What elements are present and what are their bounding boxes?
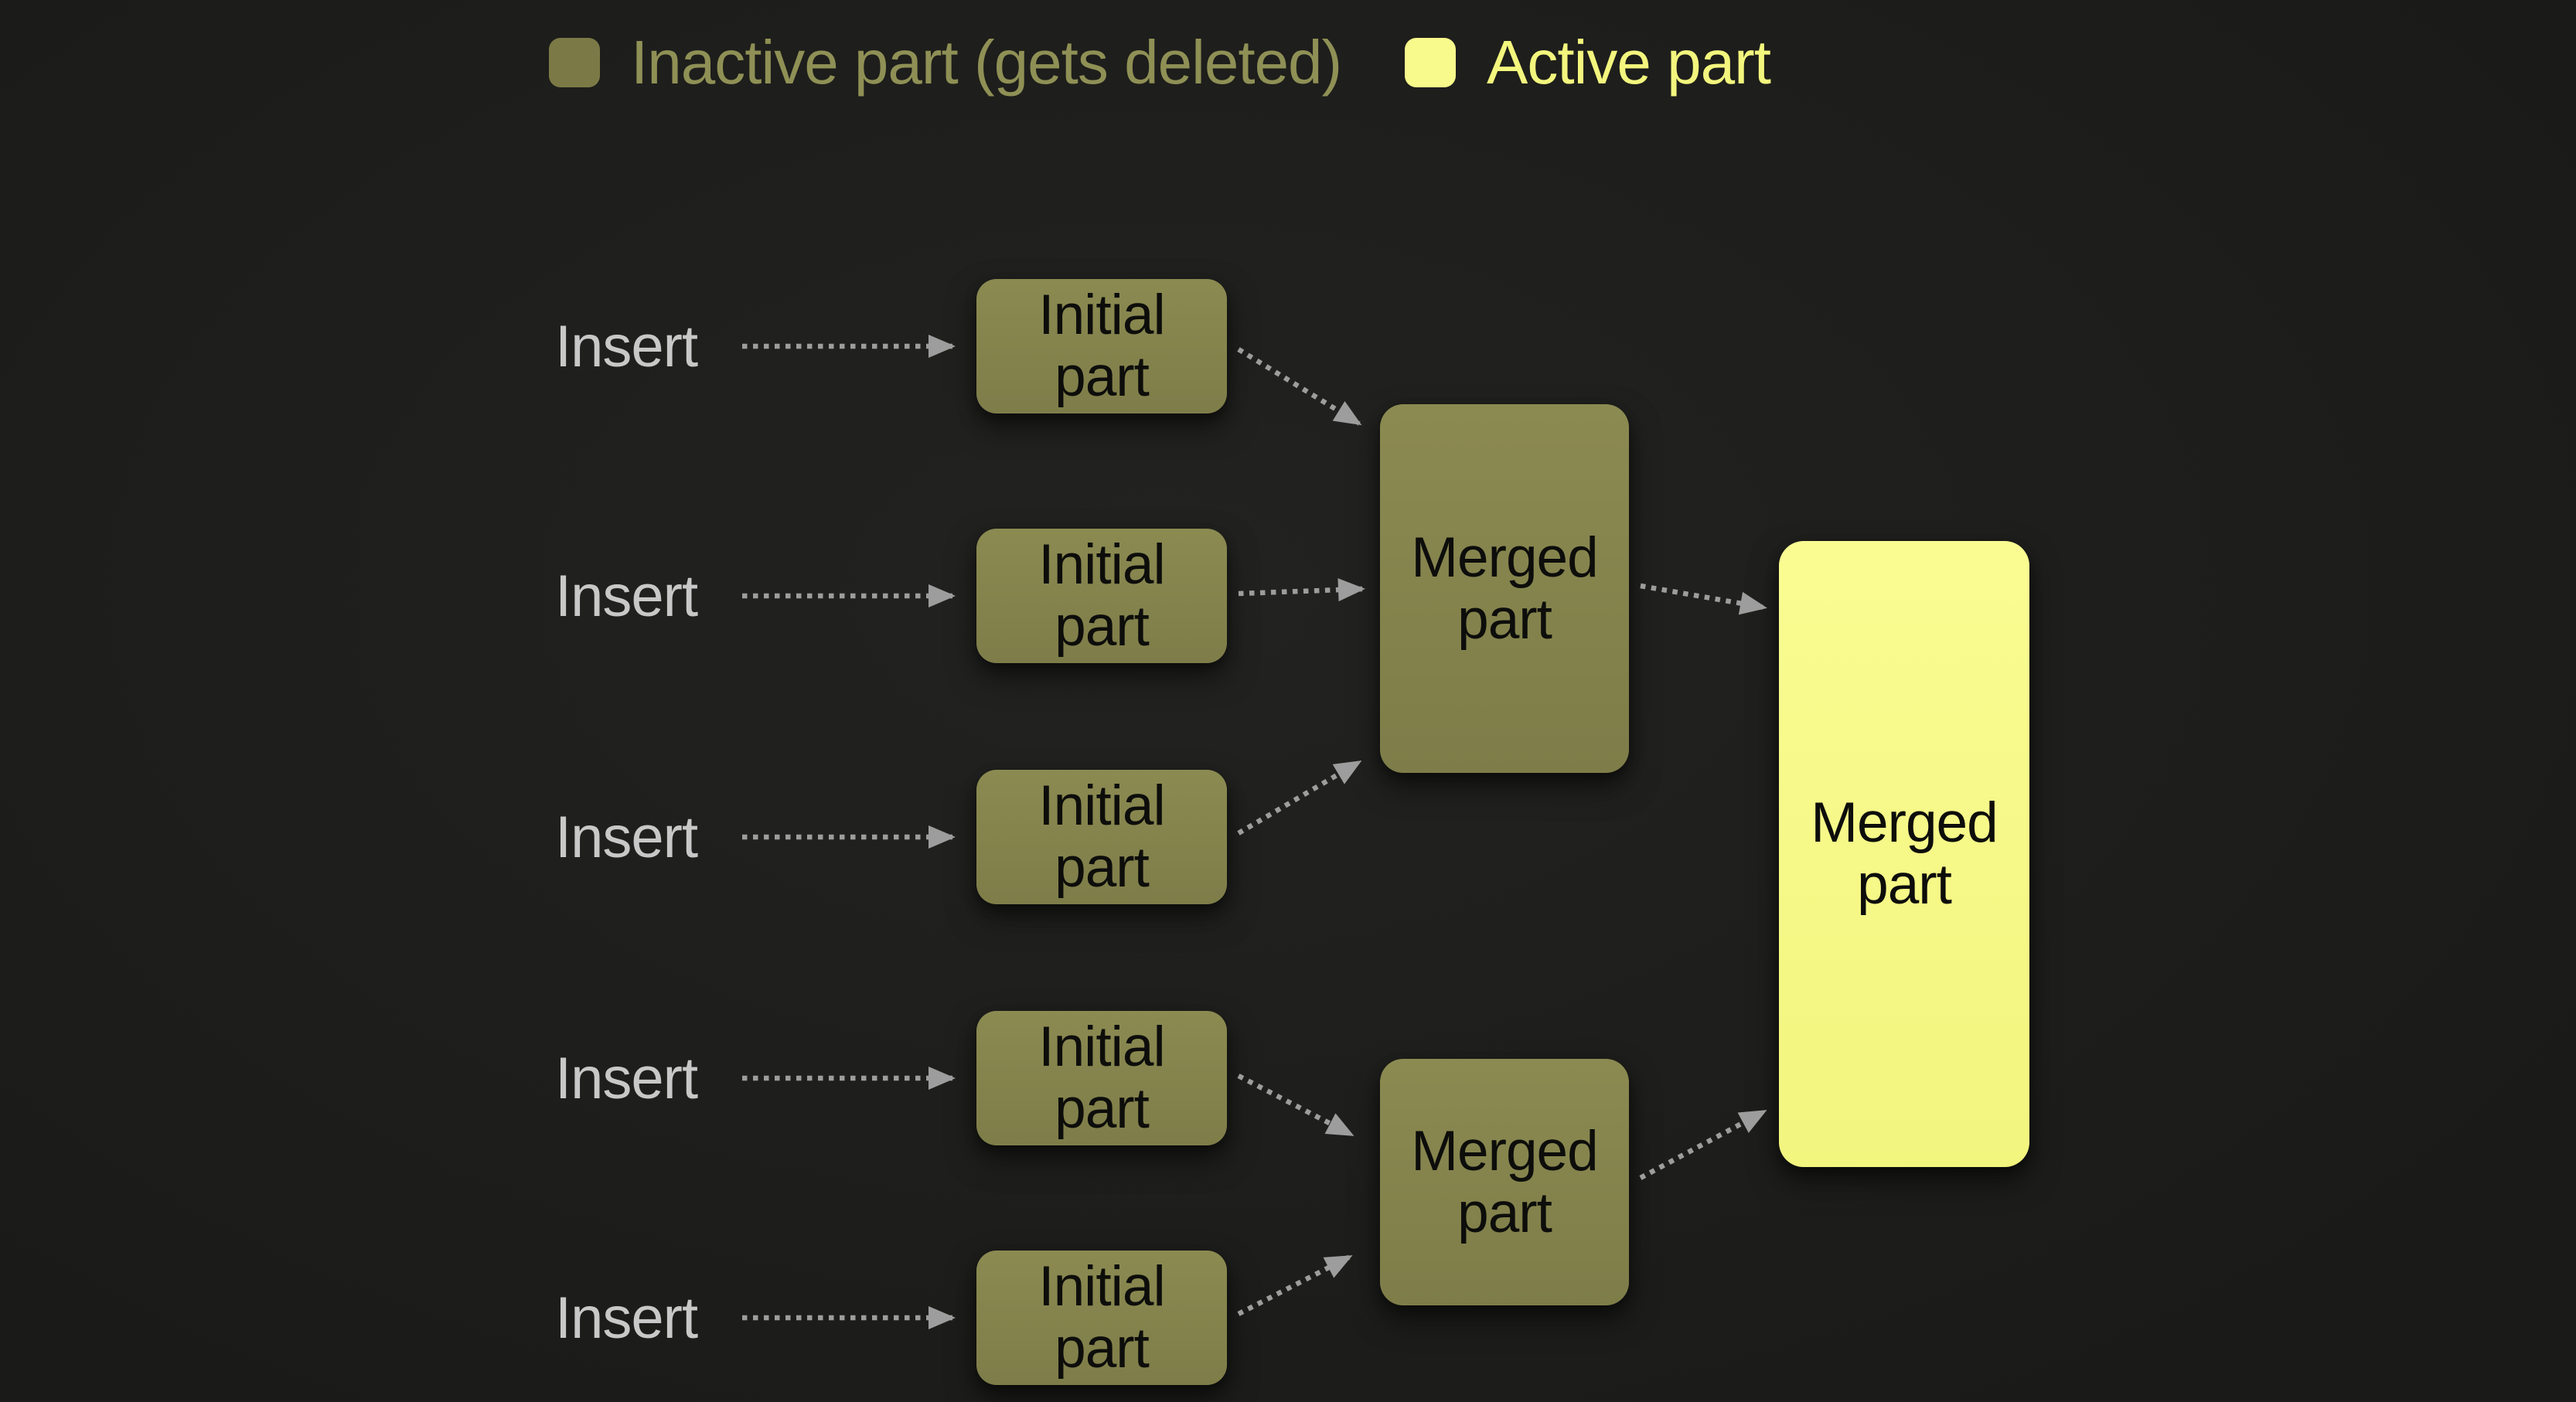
insert-label-2: Insert bbox=[555, 563, 698, 629]
legend-label-active: Active part bbox=[1487, 28, 1771, 97]
initial-part-box-3: Initial part bbox=[976, 770, 1227, 904]
merged-part-box-top: Merged part bbox=[1380, 404, 1629, 773]
initial-part-box-4: Initial part bbox=[976, 1011, 1227, 1145]
arrow-initial1-to-merged-top bbox=[1237, 347, 1362, 426]
insert-label-5: Insert bbox=[555, 1285, 698, 1351]
merged-part-box-bottom: Merged part bbox=[1380, 1059, 1629, 1305]
arrow-merged-top-to-final bbox=[1640, 583, 1767, 615]
arrow-initial3-to-merged-top bbox=[1237, 760, 1362, 835]
insert-label-1: Insert bbox=[555, 313, 698, 379]
insert-label-4: Insert bbox=[555, 1045, 698, 1111]
initial-part-box-1: Initial part bbox=[976, 279, 1227, 413]
insert-label-3: Insert bbox=[555, 804, 698, 870]
merged-part-box-final: Merged part bbox=[1779, 541, 2029, 1167]
active-swatch-icon bbox=[1405, 38, 1456, 87]
arrow-merged-bottom-to-final bbox=[1639, 1109, 1767, 1180]
initial-part-box-2: Initial part bbox=[976, 529, 1227, 663]
inactive-swatch-icon bbox=[549, 38, 600, 87]
arrow-initial4-to-merged-bottom bbox=[1237, 1074, 1354, 1137]
initial-part-box-5: Initial part bbox=[976, 1251, 1227, 1385]
legend-item-inactive: Inactive part (gets deleted) bbox=[549, 28, 1342, 97]
legend-item-active: Active part bbox=[1405, 28, 1771, 97]
arrow-initial2-to-merged-top bbox=[1238, 578, 1365, 602]
arrow-initial5-to-merged-bottom bbox=[1237, 1254, 1353, 1316]
legend-label-inactive: Inactive part (gets deleted) bbox=[631, 28, 1342, 97]
